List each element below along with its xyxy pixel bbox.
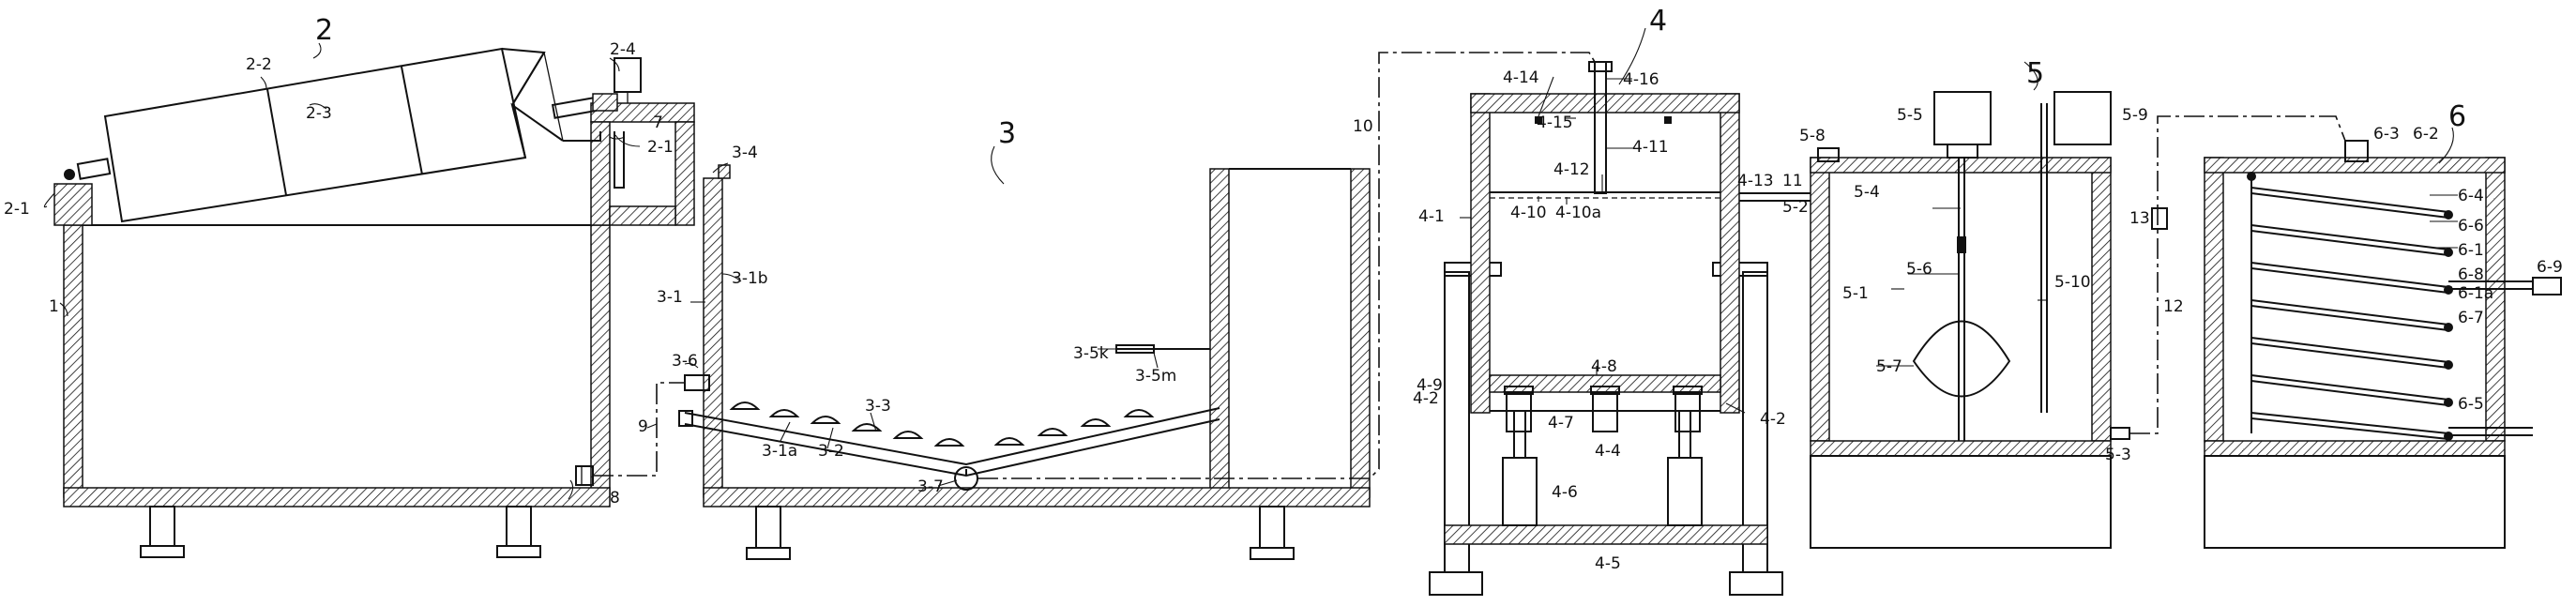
label-4-10a: 4-10a: [1555, 204, 1601, 222]
connecting-pipelines: [593, 52, 2346, 479]
label-2: 2: [315, 14, 333, 47]
label-8: 8: [610, 489, 620, 508]
label-4-4: 4-4: [1595, 442, 1621, 461]
label-4-15: 4-15: [1537, 114, 1573, 132]
label-11: 11: [1782, 172, 1803, 190]
label-4-13: 4-13: [1737, 172, 1774, 190]
label-3-1b: 3-1b: [732, 269, 768, 288]
label-3-6: 3-6: [672, 352, 698, 371]
label-3: 3: [998, 117, 1016, 150]
aeration-diffusers: [729, 401, 1155, 447]
label-5-3: 5-3: [2105, 446, 2131, 464]
label-4-5: 4-5: [1595, 554, 1621, 573]
label-4: 4: [1649, 5, 1667, 38]
label-13: 13: [2129, 209, 2150, 228]
label-4-16: 4-16: [1623, 70, 1659, 89]
label-4-1: 4-1: [1418, 207, 1445, 226]
label-5-8: 5-8: [1799, 127, 1826, 145]
label-6-1a: 6-1a: [2458, 284, 2493, 303]
label-5-4: 5-4: [1854, 183, 1880, 202]
label-10: 10: [1353, 117, 1373, 136]
leader-lines: [43, 27, 2458, 500]
label-4-8: 4-8: [1591, 357, 1617, 376]
label-3-5m: 3-5m: [1135, 367, 1176, 386]
unit-6-coil-tank: [2204, 140, 2562, 549]
label-5-5: 5-5: [1897, 106, 1923, 125]
drum-screen-2: [64, 47, 642, 223]
label-6-8: 6-8: [2458, 265, 2484, 284]
label-5: 5: [2026, 57, 2044, 90]
label-6-5: 6-5: [2458, 395, 2484, 414]
label-4-7: 4-7: [1548, 414, 1574, 432]
label-3-3: 3-3: [865, 397, 891, 416]
label-12: 12: [2163, 297, 2184, 316]
heating-coil: [2247, 172, 2453, 441]
label-4-14: 4-14: [1503, 68, 1539, 87]
unit-1-collection-tank: [53, 102, 695, 558]
callout-labels: 1 2 2-2 2-3 2-4 2-1 2-1 7 8 9 3 3-1 3-1b…: [4, 5, 2563, 573]
label-3-5k: 3-5k: [1073, 344, 1109, 363]
unit-5-mixing-tank: [1810, 91, 2130, 549]
label-7: 7: [653, 114, 663, 132]
label-4-10: 4-10: [1510, 204, 1547, 222]
label-5-10: 5-10: [2054, 273, 2091, 292]
label-9: 9: [638, 417, 648, 436]
label-2-1-left: 2-1: [4, 200, 30, 219]
label-6-4: 6-4: [2458, 187, 2484, 205]
label-5-1: 5-1: [1842, 284, 1869, 303]
label-6-1: 6-1: [2458, 241, 2484, 260]
label-6-6: 6-6: [2458, 217, 2484, 235]
label-2-1-right: 2-1: [647, 138, 674, 157]
label-5-7: 5-7: [1876, 357, 1902, 376]
label-4-2-right: 4-2: [1760, 410, 1786, 429]
unit-3-sedimentation-tank: [678, 164, 1371, 560]
label-6: 6: [2448, 100, 2466, 133]
label-5-6: 5-6: [1906, 260, 1932, 279]
label-6-7: 6-7: [2458, 309, 2484, 327]
label-2-2: 2-2: [246, 55, 272, 74]
label-5-2: 5-2: [1782, 198, 1809, 217]
label-3-7: 3-7: [917, 477, 944, 496]
label-6-3: 6-3: [2373, 125, 2400, 144]
label-5-9: 5-9: [2122, 106, 2148, 125]
unit-4-reactor: [1429, 61, 1811, 596]
label-3-1a: 3-1a: [762, 442, 797, 461]
label-4-9: 4-9: [1417, 376, 1443, 395]
label-2-3: 2-3: [306, 104, 332, 123]
label-3-1: 3-1: [657, 288, 683, 307]
label-4-6: 4-6: [1552, 483, 1578, 502]
label-3-2: 3-2: [818, 442, 844, 461]
label-6-2: 6-2: [2413, 125, 2439, 144]
label-4-2-left: 4-2: [1413, 389, 1439, 408]
label-4-11: 4-11: [1632, 138, 1669, 157]
label-1: 1: [49, 297, 59, 316]
label-4-12: 4-12: [1553, 160, 1590, 179]
label-2-4: 2-4: [610, 40, 636, 59]
label-3-4: 3-4: [732, 144, 758, 162]
label-6-9: 6-9: [2537, 258, 2563, 277]
